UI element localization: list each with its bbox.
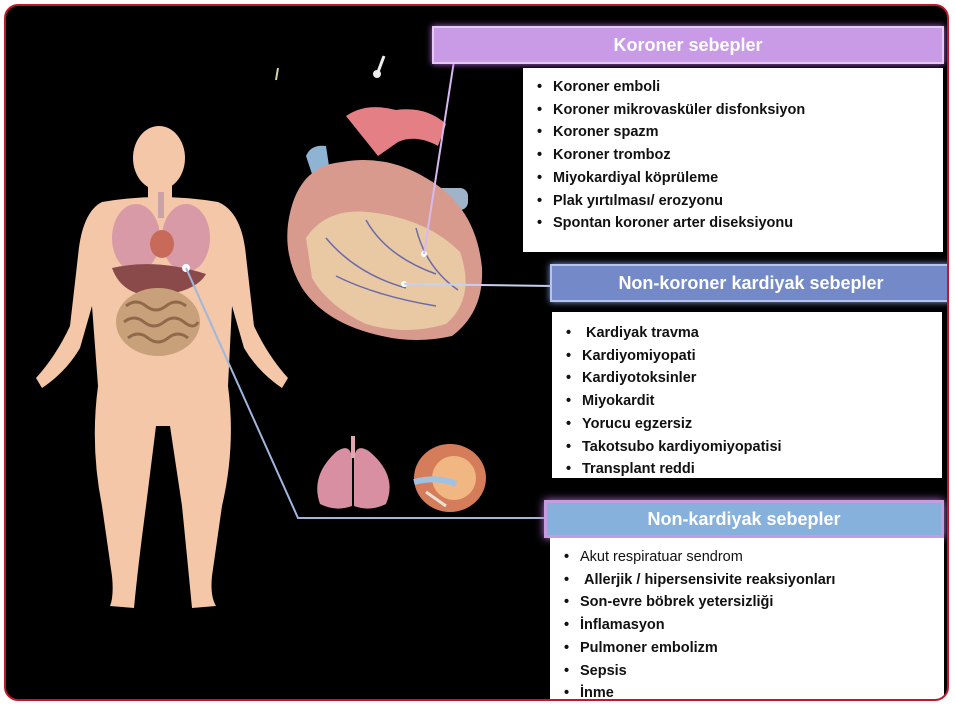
- list-item: İnme: [564, 682, 835, 701]
- kidney-illustration: [414, 444, 486, 512]
- non-cardiac-list-box: Akut respiratuar sendrom Allerjik / hipe…: [550, 538, 944, 701]
- list-item: Koroner emboli: [537, 76, 805, 99]
- lungs-illustration: [317, 436, 389, 509]
- list-item: Akut respiratuar sendrom: [564, 546, 835, 569]
- list-item: Allerjik / hipersensivite reaksiyonları: [564, 569, 835, 592]
- non-coronary-cardiac-list: Kardiyak travma Kardiyomiyopati Kardiyot…: [566, 322, 782, 481]
- list-item: Takotsubo kardiyomiyopatisi: [566, 436, 782, 459]
- list-item: İnflamasyon: [564, 614, 835, 637]
- list-item: Kardiyak travma: [566, 322, 782, 345]
- stray-mark: [276, 68, 278, 80]
- list-item: Pulmoner embolizm: [564, 637, 835, 660]
- non-cardiac-header: Non-kardiyak sebepler: [544, 500, 944, 538]
- list-item: Kardiyomiyopati: [566, 345, 782, 368]
- body-intestines: [116, 288, 200, 356]
- stray-mark: [378, 56, 384, 72]
- list-item: Plak yırtılması/ erozyonu: [537, 190, 805, 213]
- list-item: Miyokardit: [566, 390, 782, 413]
- coronary-causes-header: Koroner sebepler: [432, 26, 944, 64]
- slide-frame: Koroner sebepler Koroner emboli Koroner …: [4, 4, 949, 701]
- heart-illustration: [287, 107, 482, 340]
- coronary-causes-list-box: Koroner emboli Koroner mikrovasküler dis…: [523, 68, 943, 252]
- coronary-causes-list: Koroner emboli Koroner mikrovasküler dis…: [537, 76, 805, 235]
- list-item: Miyokardiyal köprüleme: [537, 167, 805, 190]
- list-item: Kardiyotoksinler: [566, 367, 782, 390]
- non-cardiac-list: Akut respiratuar sendrom Allerjik / hipe…: [564, 546, 835, 701]
- list-item: Spontan koroner arter diseksiyonu: [537, 212, 805, 235]
- stray-mark: [373, 70, 381, 78]
- list-item: Son-evre böbrek yetersizliği: [564, 591, 835, 614]
- list-item: Transplant reddi: [566, 458, 782, 481]
- list-item: Koroner spazm: [537, 121, 805, 144]
- list-item: Yorucu egzersiz: [566, 413, 782, 436]
- non-coronary-cardiac-header: Non-koroner kardiyak sebepler: [550, 264, 949, 302]
- list-item: Koroner mikrovasküler disfonksiyon: [537, 99, 805, 122]
- list-item: Sepsis: [564, 660, 835, 683]
- non-coronary-cardiac-list-box: Kardiyak travma Kardiyomiyopati Kardiyot…: [552, 312, 942, 478]
- list-item: Koroner tromboz: [537, 144, 805, 167]
